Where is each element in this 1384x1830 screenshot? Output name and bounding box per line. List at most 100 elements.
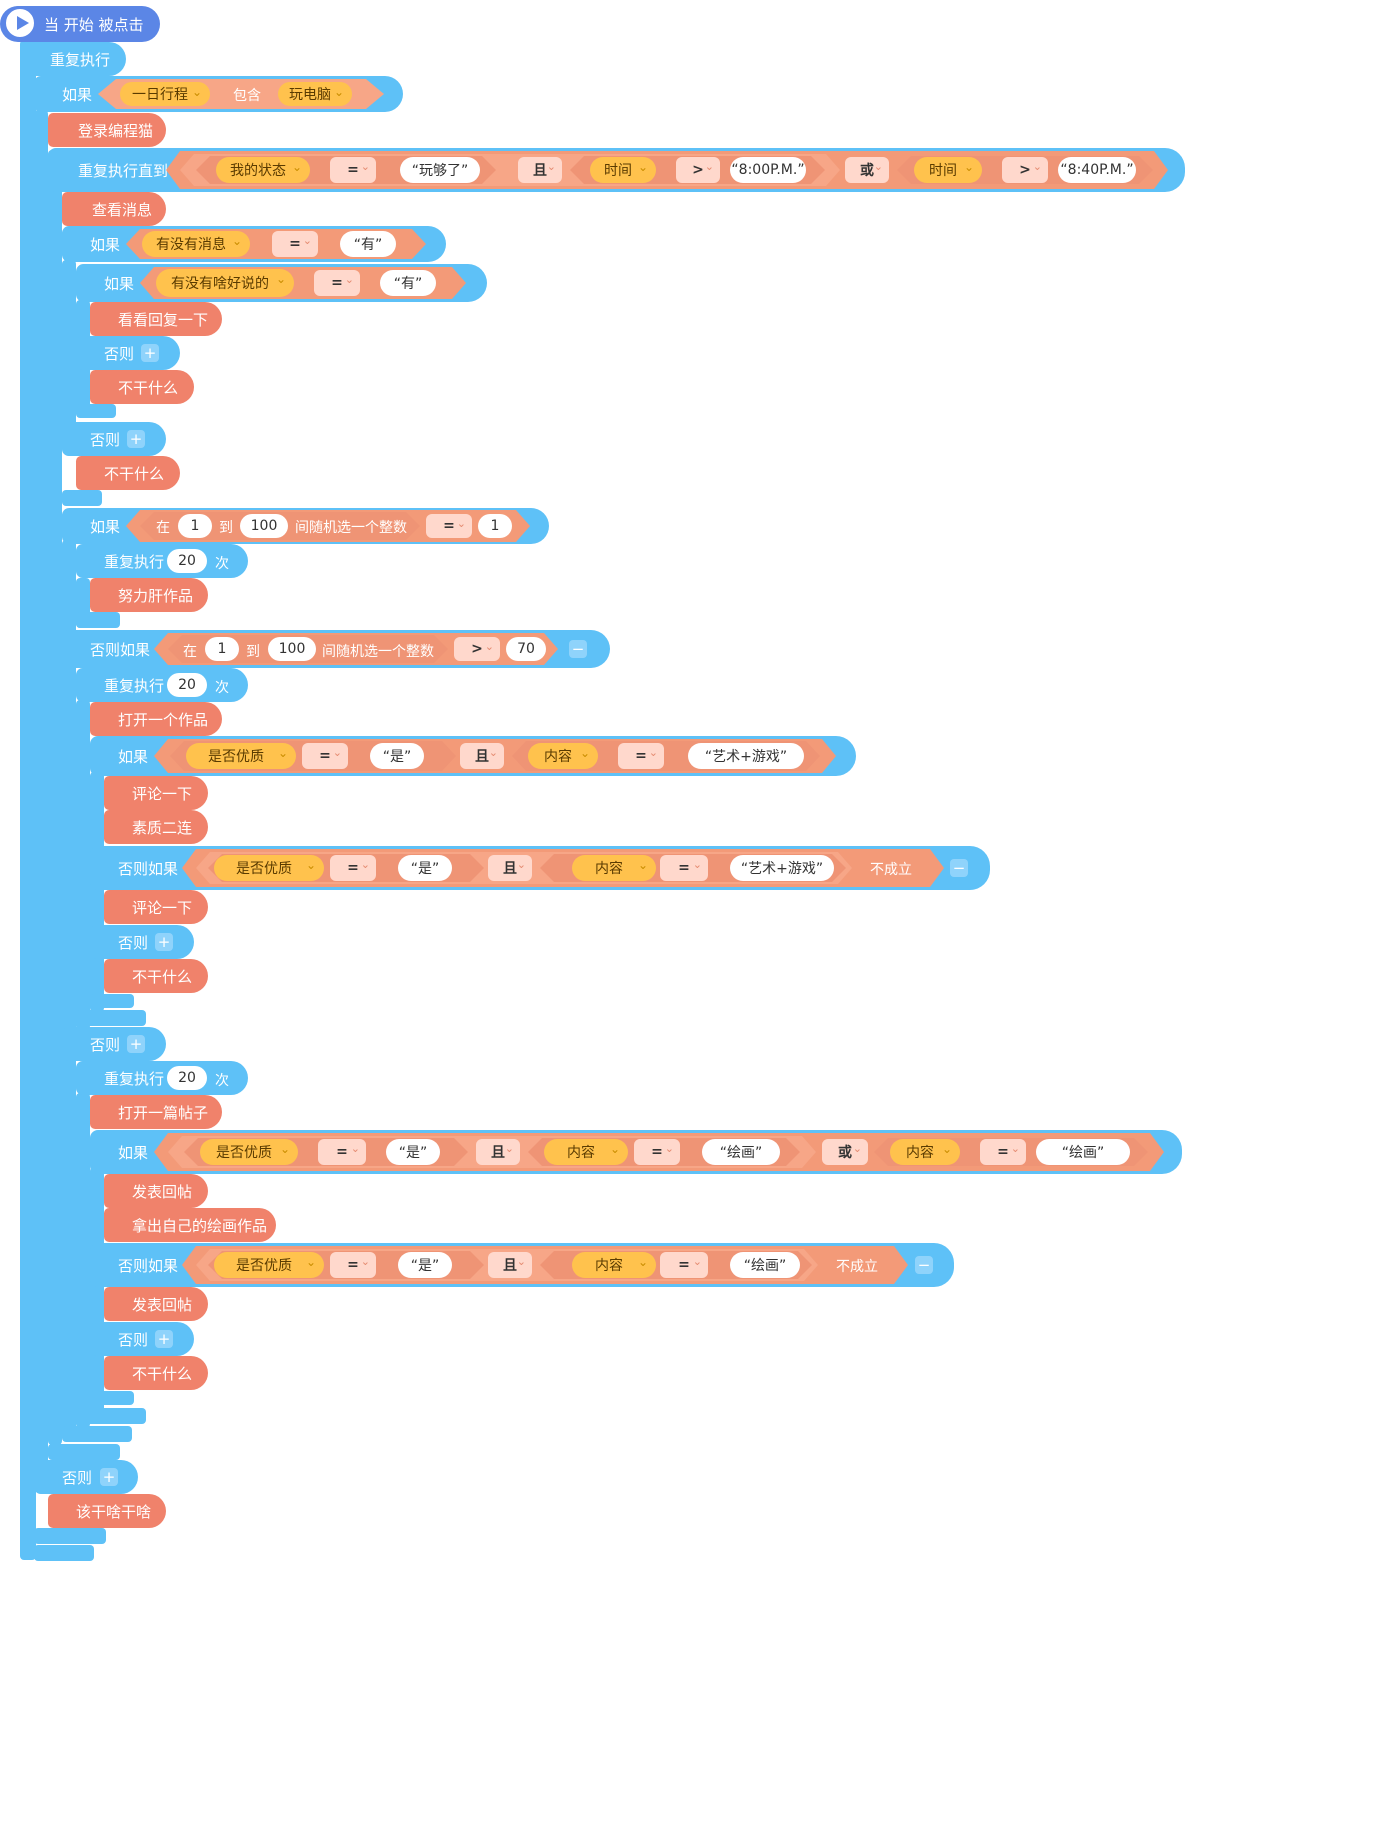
action-work-hard[interactable]: 努力肝作品 [90, 578, 208, 612]
add-branch-button[interactable]: + [127, 1035, 145, 1053]
number-input[interactable]: 70 [506, 637, 546, 661]
op-eq[interactable]: = [426, 514, 472, 538]
var-time-2[interactable]: 时间 [914, 157, 982, 183]
add-branch-button[interactable]: + [155, 1330, 173, 1348]
var-content[interactable]: 内容 [528, 743, 598, 769]
number-input[interactable]: 1 [205, 637, 239, 661]
string-art-game[interactable]: “艺术+游戏” [688, 743, 804, 769]
else-block[interactable]: 否则 [62, 1027, 166, 1061]
action-look-reply[interactable]: 看看回复一下 [90, 302, 222, 336]
action-open-post[interactable]: 打开一篇帖子 [90, 1095, 222, 1129]
action-do-nothing[interactable]: 不干什么 [76, 456, 180, 490]
string-you[interactable]: “有” [340, 231, 396, 257]
action-reply-post[interactable]: 发表回帖 [104, 1174, 208, 1208]
var-is-quality[interactable]: 是否优质 [214, 855, 324, 881]
op-eq[interactable]: = [980, 1139, 1026, 1165]
number-input[interactable]: 1 [478, 514, 512, 538]
action-do-nothing[interactable]: 不干什么 [104, 1356, 208, 1390]
op-eq[interactable]: = [660, 855, 708, 881]
repeat20-rail-2 [76, 700, 90, 1030]
action-comment[interactable]: 评论一下 [104, 776, 208, 810]
op-eq[interactable]: = [330, 157, 376, 183]
op-gt[interactable]: > [676, 157, 720, 183]
var-content[interactable]: 内容 [572, 1252, 656, 1278]
repeat-times-block[interactable]: 重复执行 [76, 544, 248, 578]
var-has-talk[interactable]: 有没有啥好说的 [156, 269, 294, 297]
var-has-msg[interactable]: 有没有消息 [142, 231, 250, 257]
op-eq[interactable]: = [634, 1139, 680, 1165]
op-and[interactable]: 且 [488, 855, 532, 881]
op-eq[interactable]: = [318, 1139, 366, 1165]
op-or[interactable]: 或 [822, 1139, 868, 1165]
number-input[interactable]: 1 [178, 514, 212, 538]
string-shi[interactable]: “是” [386, 1139, 440, 1165]
op-eq[interactable]: = [314, 270, 360, 296]
number-input[interactable]: 100 [268, 637, 316, 661]
string-art-game[interactable]: “艺术+游戏” [730, 855, 834, 881]
add-branch-button[interactable]: + [155, 933, 173, 951]
var-my-status[interactable]: 我的状态 [216, 157, 310, 183]
action-do-nothing[interactable]: 不干什么 [90, 370, 194, 404]
number-input[interactable]: 100 [240, 514, 288, 538]
var-is-quality[interactable]: 是否优质 [200, 1139, 298, 1165]
action-reply-post[interactable]: 发表回帖 [104, 1287, 208, 1321]
op-eq[interactable]: = [330, 855, 376, 881]
var-content[interactable]: 内容 [890, 1139, 960, 1165]
string-8pm[interactable]: “8:00P.M.” [730, 157, 806, 183]
action-triple[interactable]: 素质二连 [104, 810, 208, 844]
item-dropdown[interactable]: 玩电脑 [278, 82, 352, 106]
action-login[interactable]: 登录编程猫 [48, 113, 166, 147]
add-branch-button[interactable]: + [127, 430, 145, 448]
remove-branch-button[interactable]: − [569, 640, 587, 658]
var-content[interactable]: 内容 [544, 1139, 628, 1165]
action-do-whatever[interactable]: 该干啥干啥 [48, 1494, 166, 1528]
action-show-art[interactable]: 拿出自己的绘画作品 [104, 1208, 276, 1242]
op-and[interactable]: 且 [518, 157, 562, 183]
action-check-msg[interactable]: 查看消息 [62, 192, 166, 226]
number-input[interactable]: 20 [167, 1066, 207, 1090]
string-shi[interactable]: “是” [398, 855, 452, 881]
remove-branch-button[interactable]: − [950, 859, 968, 877]
op-and[interactable]: 且 [476, 1139, 520, 1165]
repeat-times-block[interactable]: 重复执行 [76, 668, 248, 702]
string-you[interactable]: “有” [380, 270, 436, 296]
list-dropdown[interactable]: 一日行程 [120, 82, 210, 106]
op-eq[interactable]: = [660, 1252, 708, 1278]
op-eq[interactable]: = [302, 743, 348, 769]
else-block[interactable]: 否则 [76, 336, 180, 370]
action-do-nothing[interactable]: 不干什么 [104, 959, 208, 993]
else-block[interactable]: 否则 [90, 925, 194, 959]
number-input[interactable]: 20 [167, 673, 207, 697]
else-block[interactable]: 否则 [34, 1460, 138, 1494]
else-block[interactable]: 否则 [90, 1322, 194, 1356]
op-eq[interactable]: = [330, 1252, 376, 1278]
var-is-quality[interactable]: 是否优质 [186, 743, 296, 769]
string-shi[interactable]: “是” [370, 743, 424, 769]
repeat-times-block[interactable]: 重复执行 [76, 1061, 248, 1095]
action-comment[interactable]: 评论一下 [104, 890, 208, 924]
else-block[interactable]: 否则 [62, 422, 166, 456]
var-content[interactable]: 内容 [572, 855, 656, 881]
block-label: 是否优质 [208, 749, 264, 765]
op-or[interactable]: 或 [845, 157, 889, 183]
add-branch-button[interactable]: + [141, 344, 159, 362]
string-shi[interactable]: “是” [398, 1252, 452, 1278]
op-gt-2[interactable]: > [1002, 157, 1048, 183]
op-gt[interactable]: > [454, 637, 500, 661]
op-and[interactable]: 且 [488, 1252, 532, 1278]
string-840pm[interactable]: “8:40P.M.” [1058, 157, 1136, 183]
op-eq[interactable]: = [272, 231, 318, 257]
op-and[interactable]: 且 [460, 743, 504, 769]
string-painting[interactable]: “绘画” [702, 1139, 780, 1165]
string-played-enough[interactable]: “玩够了” [400, 157, 480, 183]
string-painting[interactable]: “绘画” [730, 1252, 800, 1278]
action-open-work[interactable]: 打开一个作品 [90, 702, 222, 736]
var-time[interactable]: 时间 [590, 157, 656, 183]
op-eq[interactable]: = [618, 743, 664, 769]
repeat-forever-block[interactable]: 重复执行 [20, 42, 126, 76]
string-painting[interactable]: “绘画” [1036, 1139, 1130, 1165]
remove-branch-button[interactable]: − [915, 1256, 933, 1274]
number-input[interactable]: 20 [167, 549, 207, 573]
add-branch-button[interactable]: + [100, 1468, 118, 1486]
var-is-quality[interactable]: 是否优质 [214, 1252, 324, 1278]
